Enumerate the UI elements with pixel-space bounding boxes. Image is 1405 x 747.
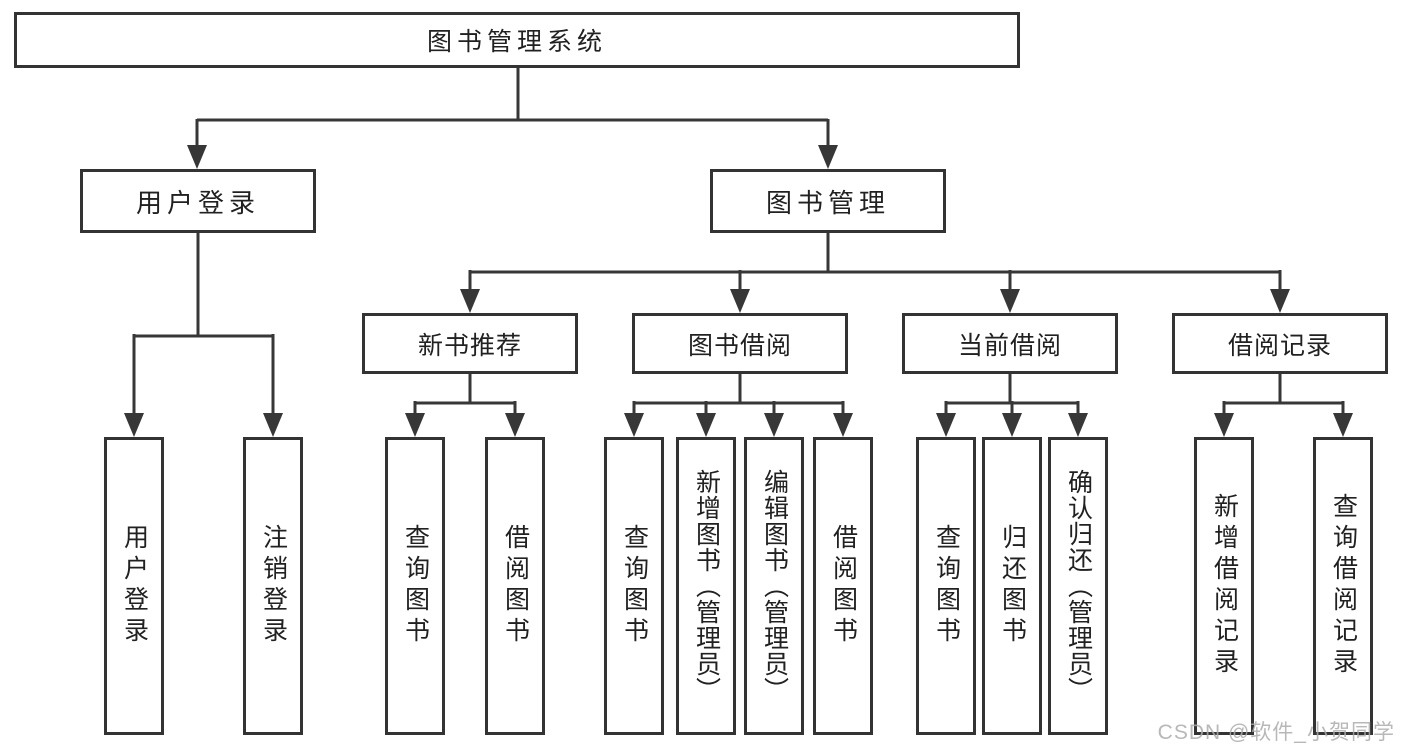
node-label: 查询图书 xyxy=(932,524,961,648)
node-label: 用户登录 xyxy=(135,187,260,218)
node-label: 新增借阅记录 xyxy=(1210,493,1239,679)
node-label: 图书管理 xyxy=(765,187,890,218)
node-new-book-recommendation: 新书推荐 xyxy=(362,313,578,374)
node-label: 归还图书 xyxy=(998,524,1027,648)
node-label: 借阅图书 xyxy=(501,524,530,648)
node-label: 用户登录 xyxy=(120,524,149,648)
node-label: 查询图书 xyxy=(620,524,649,648)
node-label: 注销登录 xyxy=(259,524,288,648)
leaf-return-books: 归还图书 xyxy=(982,437,1042,735)
node-label: 图书管理系统 xyxy=(426,28,607,56)
node-book-management: 图书管理 xyxy=(710,169,946,233)
leaf-logout: 注销登录 xyxy=(243,437,303,735)
leaf-query-books-recommend: 查询图书 xyxy=(385,437,445,735)
leaf-user-login: 用户登录 xyxy=(104,437,164,735)
leaf-query-borrow-record: 查询借阅记录 xyxy=(1313,437,1373,735)
leaf-confirm-return-admin: 确认归还（管理员） xyxy=(1048,437,1108,735)
leaf-edit-book-admin: 编辑图书（管理员） xyxy=(744,437,804,735)
leaf-borrow-books-recommend: 借阅图书 xyxy=(485,437,545,735)
node-label: 图书借阅 xyxy=(687,331,792,360)
node-label: 借阅图书 xyxy=(829,524,858,648)
node-label: 查询借阅记录 xyxy=(1329,493,1358,679)
node-library-management-system: 图书管理系统 xyxy=(14,12,1020,68)
node-label: 新书推荐 xyxy=(417,331,522,360)
node-label: 当前借阅 xyxy=(957,331,1062,360)
csdn-watermark: CSDN @软件_小贺同学 xyxy=(1157,721,1395,744)
leaf-add-book-admin: 新增图书（管理员） xyxy=(676,437,736,735)
node-book-borrowing: 图书借阅 xyxy=(632,313,848,374)
node-label: 编辑图书（管理员） xyxy=(760,469,789,703)
leaf-query-books-current: 查询图书 xyxy=(916,437,976,735)
node-borrowing-records: 借阅记录 xyxy=(1172,313,1388,374)
node-label: 查询图书 xyxy=(401,524,430,648)
node-user-login: 用户登录 xyxy=(80,169,316,233)
node-current-borrowing: 当前借阅 xyxy=(902,313,1118,374)
leaf-query-books-borrow: 查询图书 xyxy=(604,437,664,735)
node-label: 确认归还（管理员） xyxy=(1064,469,1093,703)
leaf-borrow-books: 借阅图书 xyxy=(813,437,873,735)
node-label: 新增图书（管理员） xyxy=(692,469,721,703)
node-label: 借阅记录 xyxy=(1227,331,1332,360)
leaf-add-borrow-record: 新增借阅记录 xyxy=(1194,437,1254,735)
